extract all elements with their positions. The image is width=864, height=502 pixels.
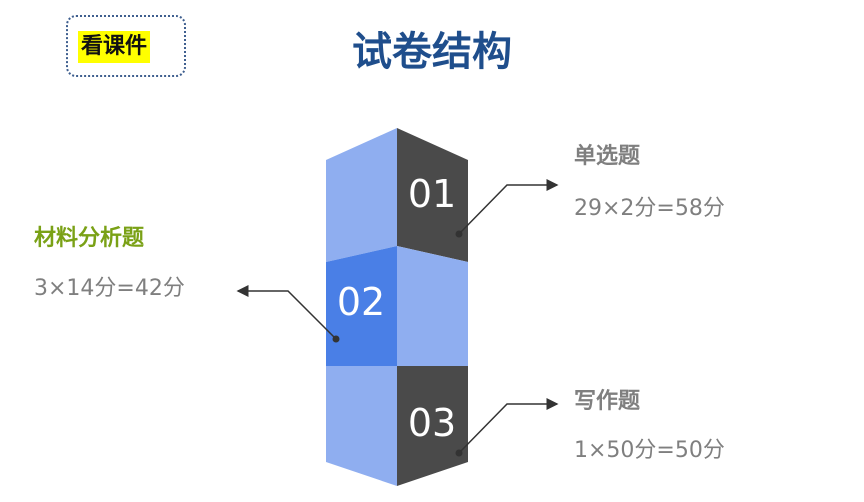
block-01: 01 <box>326 128 468 262</box>
material-analysis-title: 材料分析题 <box>34 226 145 251</box>
material-analysis-score: 3×14分=42分 <box>34 276 185 301</box>
connector-single-choice <box>455 179 559 238</box>
block-03: 03 <box>326 366 468 486</box>
single-choice-title: 单选题 <box>574 144 641 169</box>
block-02: 02 <box>326 246 468 366</box>
writing-score: 1×50分=50分 <box>574 438 725 463</box>
single-choice-score: 29×2分=58分 <box>574 196 725 221</box>
connector-writing <box>455 398 559 457</box>
page-title: 试卷结构 <box>352 29 512 75</box>
block-02-number: 02 <box>337 280 385 324</box>
connector-material-analysis <box>236 285 340 343</box>
writing-title: 写作题 <box>574 389 641 414</box>
block-01-number: 01 <box>408 172 456 216</box>
courseware-label: 看课件 <box>78 31 151 63</box>
block-03-number: 03 <box>408 401 456 445</box>
courseware-badge[interactable]: 看课件 <box>66 15 186 77</box>
